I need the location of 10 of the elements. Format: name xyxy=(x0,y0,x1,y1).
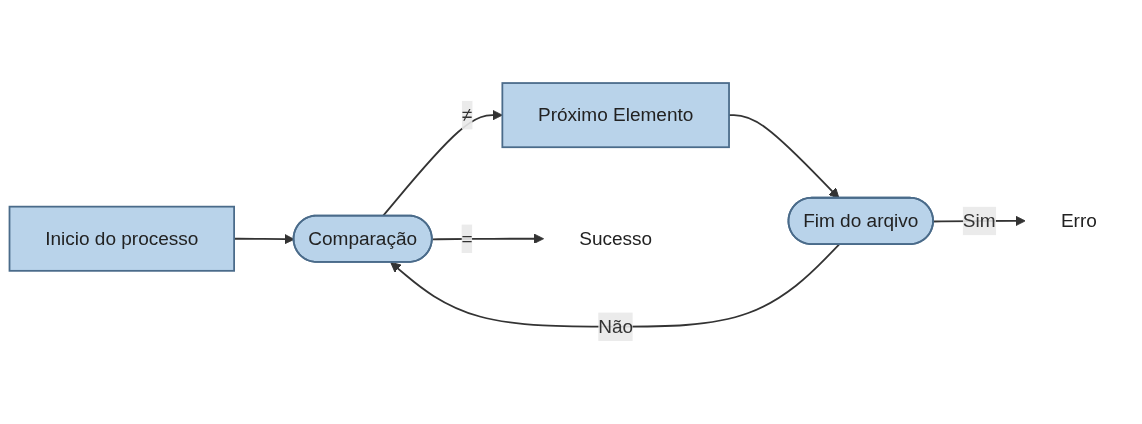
edge-label: Sim xyxy=(962,210,996,231)
edge-label: = xyxy=(461,228,473,249)
node-text: Sucesso xyxy=(579,228,653,249)
arrow xyxy=(390,243,840,328)
edge-label: Não xyxy=(598,316,634,337)
node-box: Inicio do processo xyxy=(8,205,235,272)
node-box: Próximo Elemento xyxy=(501,82,730,149)
arrow xyxy=(431,233,545,244)
node-text: Erro xyxy=(1060,210,1097,231)
edge-label: ≠ xyxy=(461,104,473,125)
